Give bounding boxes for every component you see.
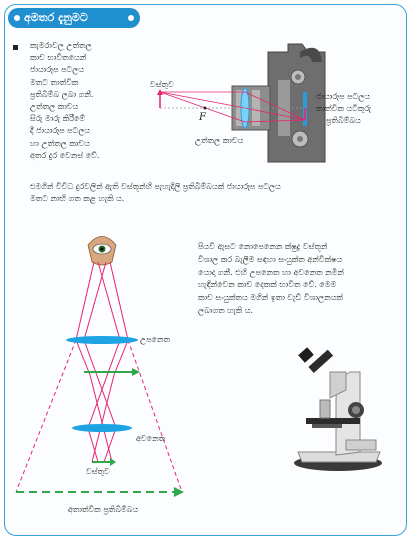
text-line: හැඳින්වෙන කාච දෙකක් භාවිත වේ. මෙම: [198, 280, 337, 290]
text-line: හා උත්තල කාචය: [30, 138, 90, 148]
microscope-paragraph: පියවි ඇසට නොපෙනෙන ක්ෂුද්‍ර වස්තූන් විශාල…: [198, 241, 396, 318]
camera-body-illustration: [231, 43, 326, 163]
text-line: සිරු මාරු කිරීමේ: [30, 114, 86, 124]
text-line: අතර දුර වෙනස් වේ.: [30, 150, 100, 160]
camera-lens-label: උත්තල කාචය: [195, 136, 244, 145]
virtual-image-arrow-head: [174, 487, 184, 497]
film-label-1: ජායාරූප පටලය: [316, 92, 371, 101]
text-line: මතට තාත්වික: [30, 77, 79, 87]
text-line: යොදා ගනී. එහි උපනෙත හා අවනෙත නමින්: [198, 267, 344, 277]
object-arrow-micro-head: [110, 458, 116, 466]
text-line: කාච භාවිතයෙන්: [30, 53, 87, 63]
object-arrow-head: [157, 89, 163, 95]
virtual-ray-extensions: [15, 339, 183, 493]
text-line: විශාල කර බැලීම සඳහා සංයුක්ත අන්වීක්ෂය: [198, 254, 343, 264]
text-line: පියවි ඇසට නොපෙනෙන ක්ෂුද්‍ර වස්තූන්: [198, 242, 328, 251]
bullet-square: [13, 45, 18, 50]
film-label-3: ප්‍රතිබිම්බය: [326, 116, 361, 125]
eye-icon: [87, 236, 117, 266]
camera-paragraph: කැමරාවල උත්තල කාච භාවිතයෙන් ජායාරූප පටලය…: [30, 40, 138, 162]
objective-lens: [72, 424, 132, 432]
focus-point: [203, 106, 207, 110]
eyepiece-label: උපනෙත: [140, 335, 170, 344]
focus-label: F: [199, 112, 206, 123]
objective-label: අවනෙත: [136, 434, 166, 443]
intermediate-image-arrow-head: [132, 368, 140, 376]
camera-rays: [159, 91, 306, 123]
text-line: මතට නාභි ගත කළ හැකි ය.: [30, 194, 125, 204]
text-line: ලබාගත හැකි ය.: [198, 305, 254, 315]
microscope-rays: [75, 261, 129, 463]
text-line: කාච සංයුක්තය මගින් ඉතා වැඩි විශාලනයක්: [198, 293, 343, 303]
section-tab: අමතර දැනුමට: [8, 8, 140, 28]
text-line: උත්තල කාචය: [30, 102, 79, 112]
virtual-image-label: අතාත්වික ප්‍රතිබිම්බය: [68, 505, 139, 514]
text-line: දී ජායාරූප පටලය: [30, 126, 91, 136]
eyepiece-lens: [66, 336, 138, 344]
section-title: අමතර දැනුමට: [24, 11, 88, 24]
camera-object-label: වස්තුව: [150, 80, 174, 89]
text-line: එමගින් විවිධ දුරවලින් ඇති වස්තූන්හි පැහැ…: [30, 182, 281, 191]
text-line: කැමරාවල උත්තල: [30, 41, 92, 50]
micro-object-label: වස්තුව: [86, 467, 110, 476]
text-line: ජායාරූප පටලය: [30, 65, 85, 75]
tab-dot-left: [14, 15, 20, 21]
microscope-icon: [294, 347, 382, 471]
film-label-2: තාත්වික යටිකුරු: [316, 104, 372, 113]
tab-dot-right: [128, 15, 134, 21]
focus-paragraph: එමගින් විවිධ දුරවලින් ඇති වස්තූන්හි පැහැ…: [30, 181, 400, 205]
text-line: ප්‍රතිබිම්බ ලබා ගනී.: [30, 89, 94, 99]
